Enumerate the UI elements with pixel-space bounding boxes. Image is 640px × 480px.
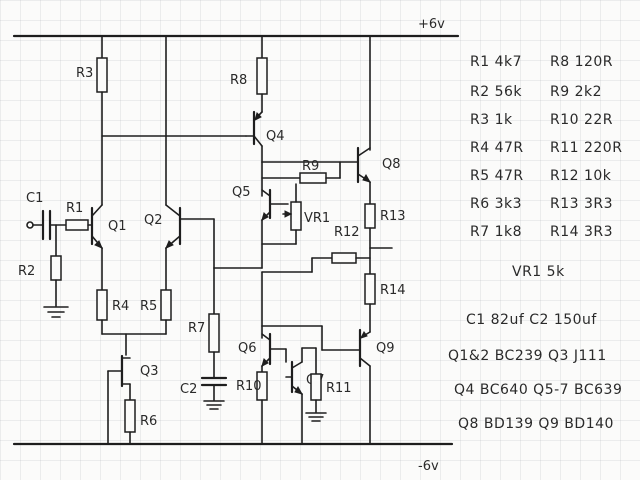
parts-transistors-line-1: Q1&2 BC239 Q3 J111 — [448, 348, 607, 364]
q3-label: Q3 — [140, 364, 159, 379]
r8-label: R8 — [230, 73, 247, 88]
c1-label: C1 — [26, 191, 43, 206]
input-network: C1 R1 R2 — [18, 191, 93, 318]
r13-resistor — [364, 203, 376, 229]
parts-r13: R13 3R3 — [550, 196, 613, 212]
q9-label: Q9 — [376, 341, 395, 356]
positive-rail: +6v — [12, 17, 460, 38]
r5-label: R5 — [140, 299, 157, 314]
r12-label: R12 — [334, 225, 360, 240]
r12-feedback: R12 — [261, 225, 371, 273]
parts-r5: R5 47R — [470, 168, 524, 184]
r6-label: R6 — [140, 414, 157, 429]
r4-resistor — [96, 289, 108, 321]
parts-r14: R14 3R3 — [550, 224, 613, 240]
parts-r7: R7 1k8 — [470, 224, 522, 240]
parts-transistors-line-3: Q8 BD139 Q9 BD140 — [458, 416, 614, 432]
parts-list-resistors-right: R8 120R R9 2k2 R10 22R R11 220R R12 10k … — [550, 54, 622, 240]
r2-resistor — [50, 255, 62, 281]
parts-r10: R10 22R — [550, 112, 613, 128]
r1-resistor — [65, 219, 89, 231]
parts-r3: R3 1k — [470, 112, 513, 128]
r10-label: R10 — [236, 379, 262, 394]
negative-rail: -6v — [12, 442, 454, 474]
parts-r2: R2 56k — [470, 84, 522, 100]
r12-resistor — [331, 252, 357, 264]
parts-r6: R6 3k3 — [470, 196, 522, 212]
r3-label: R3 — [76, 66, 93, 81]
driver-stage: Q6 R10 Q7 R11 — [236, 271, 352, 445]
bias-network: Q5 R9 VR1 — [232, 159, 341, 269]
q5-label: Q5 — [232, 185, 251, 200]
q4-stage: R8 Q4 — [230, 35, 359, 163]
input-terminal — [26, 221, 34, 229]
q4-label: Q4 — [266, 129, 285, 144]
q8-label: Q8 — [382, 157, 401, 172]
r7-label: R7 — [188, 321, 205, 336]
ground-symbol-input — [43, 306, 69, 318]
vr1-label: VR1 — [304, 211, 330, 226]
q3-transistor: Q3 R6 — [107, 354, 159, 445]
r8-resistor — [256, 57, 268, 95]
r3-branch: R3 — [76, 35, 108, 206]
parts-transistors-line-2: Q4 BC640 Q5-7 BC639 — [454, 382, 622, 398]
r11-label: R11 — [326, 381, 352, 396]
parts-r9: R9 2k2 — [550, 84, 602, 100]
q9-output-stage: R14 Q9 — [261, 273, 406, 445]
q2-transistor: Q2 — [144, 35, 215, 291]
ground-symbol-c2 — [203, 400, 225, 410]
q6-label: Q6 — [238, 341, 257, 356]
parts-vr1: VR1 5k — [512, 264, 565, 280]
ground-symbol-r11 — [305, 412, 327, 422]
q1-label: Q1 — [108, 219, 127, 234]
q2-label: Q2 — [144, 213, 163, 228]
r6-resistor — [124, 399, 136, 433]
r7-resistor — [208, 313, 220, 353]
r9-label: R9 — [302, 159, 319, 174]
r14-label: R14 — [380, 283, 406, 298]
feedback-network: R7 C2 — [180, 267, 263, 410]
r3-resistor — [96, 57, 108, 93]
r13-label: R13 — [380, 209, 406, 224]
parts-list: R1 4k7 R2 56k R3 1k R4 47R R5 47R R6 3k3… — [448, 54, 622, 432]
r1-label: R1 — [66, 201, 83, 216]
parts-capacitors: C1 82uf C2 150uf — [466, 312, 597, 328]
q8-output-stage: Q8 R13 — [356, 35, 406, 275]
parts-list-resistors-left: R1 4k7 R2 56k R3 1k R4 47R R5 47R R6 3k3… — [470, 54, 524, 240]
parts-r12: R12 10k — [550, 168, 612, 184]
r14-resistor — [364, 273, 376, 305]
negative-rail-label: -6v — [418, 459, 439, 474]
emitter-resistors: R4 R5 — [96, 289, 172, 356]
vr1-potentiometer — [290, 201, 302, 231]
c2-label: C2 — [180, 382, 197, 397]
parts-r4: R4 47R — [470, 140, 524, 156]
r2-label: R2 — [18, 264, 35, 279]
r11-resistor — [310, 373, 322, 401]
parts-r8: R8 120R — [550, 54, 613, 70]
r9-resistor — [299, 172, 327, 184]
parts-r1: R1 4k7 — [470, 54, 522, 70]
r5-resistor — [160, 289, 172, 321]
positive-rail-label: +6v — [418, 17, 445, 32]
r4-label: R4 — [112, 299, 129, 314]
parts-r11: R11 220R — [550, 140, 622, 156]
q1-transistor: Q1 — [90, 204, 127, 291]
